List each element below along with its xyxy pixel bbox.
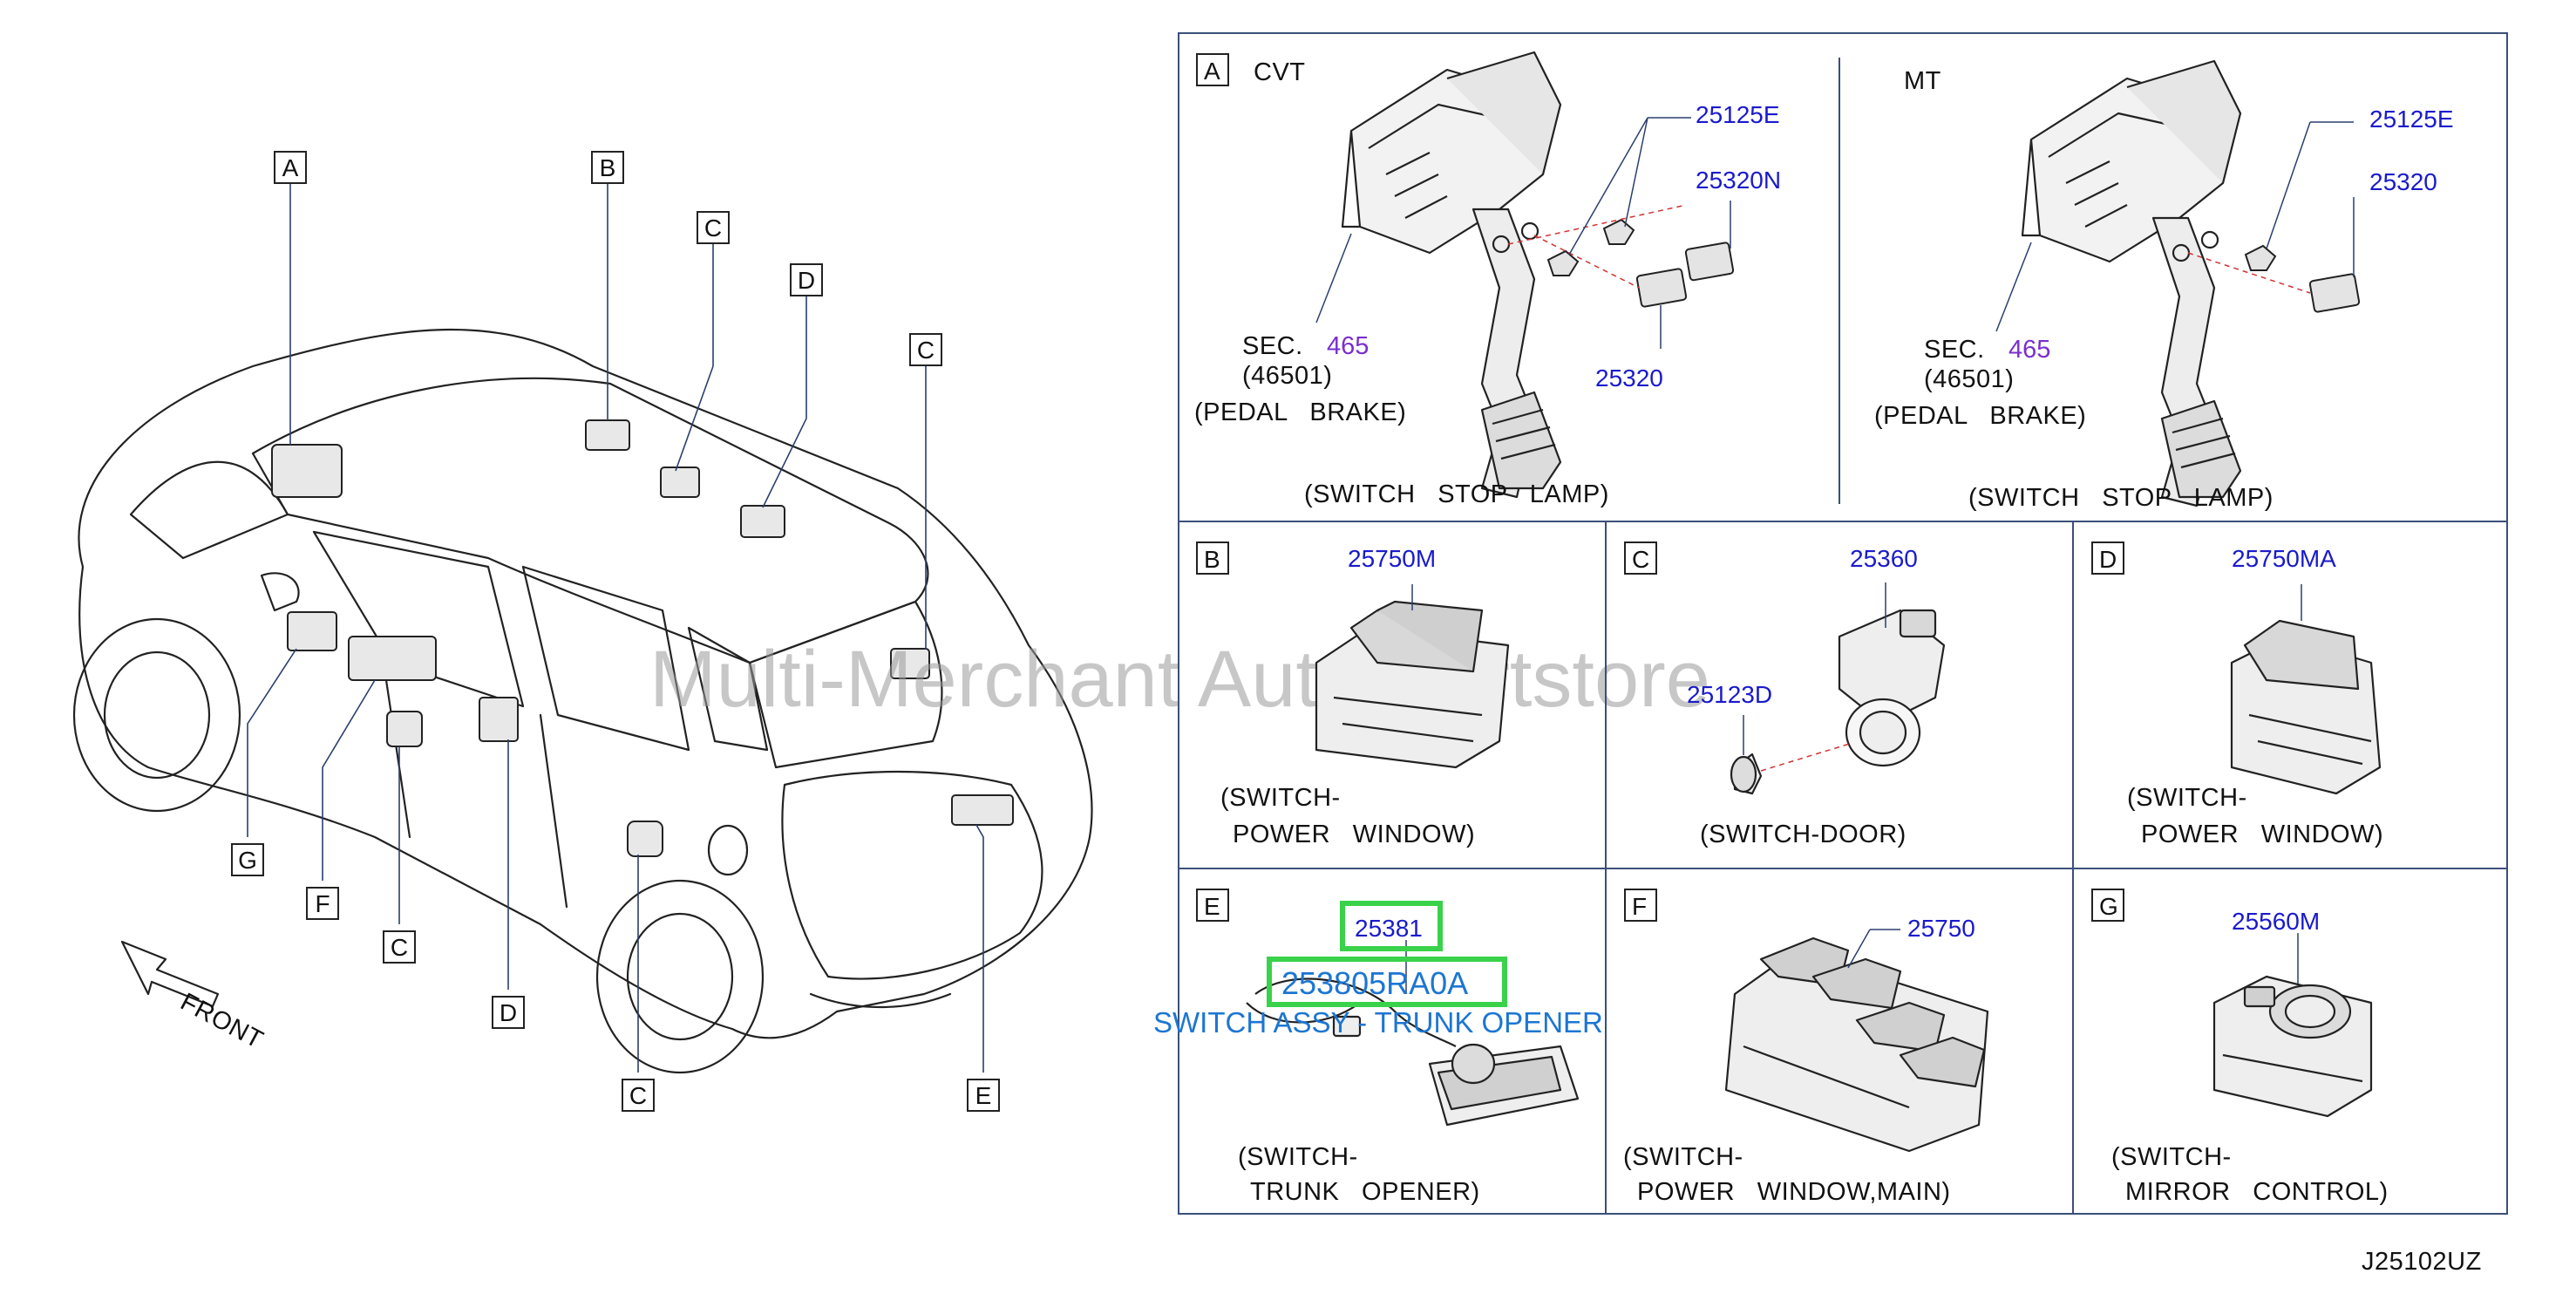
panel-e-caption-2: TRUNK OPENER) bbox=[1250, 1178, 1480, 1206]
figure-code: J25102UZ bbox=[2362, 1248, 2482, 1276]
callout-a-top-letter: A bbox=[282, 154, 299, 181]
panel-a-mt-pedal-drawing bbox=[2021, 59, 2242, 507]
panel-f-letter: F bbox=[1632, 893, 1647, 920]
panel-a-cvt-part-25320n: 25320N bbox=[1696, 167, 1781, 194]
callout-g-letter: G bbox=[238, 847, 257, 874]
panel-c-part-25123d: 25123D bbox=[1687, 681, 1772, 708]
panel-d-letter: D bbox=[2099, 546, 2117, 573]
panel-a-cvt-leaders bbox=[1315, 117, 1731, 349]
panel-g-part: 25560M bbox=[2232, 908, 2320, 935]
car-overview bbox=[72, 328, 1093, 1074]
callout-d-top-box bbox=[790, 263, 823, 296]
panel-a-cvt-sec-label: SEC. bbox=[1242, 332, 1303, 360]
callout-c-mid-box bbox=[383, 930, 416, 964]
callout-d-bottom-box bbox=[492, 996, 525, 1029]
panel-d-caption-1: (SWITCH- bbox=[2127, 784, 2247, 812]
callout-g-box bbox=[231, 843, 264, 876]
panel-a-mt-sec-number: 465 bbox=[2008, 336, 2050, 364]
panel-d-switch-drawing bbox=[2230, 619, 2382, 795]
panel-a-cvt-part-25125e: 25125E bbox=[1696, 101, 1780, 128]
panel-e-part: 25381 bbox=[1355, 915, 1423, 942]
callout-b-top-letter: B bbox=[600, 154, 616, 181]
panel-d-part: 25750MA bbox=[2232, 545, 2336, 572]
panel-a-cvt-switches bbox=[1546, 218, 1735, 308]
panel-d-caption-2: POWER WINDOW) bbox=[2141, 821, 2383, 848]
callout-d-top-letter: D bbox=[798, 267, 815, 294]
front-arrow: FRONT bbox=[120, 940, 268, 1054]
panel-f-caption-2: POWER WINDOW,MAIN) bbox=[1637, 1178, 1951, 1206]
callout-c-right-letter: C bbox=[917, 337, 935, 364]
callout-b-top-box bbox=[591, 151, 624, 184]
panel-a-cvt-sec-code: (46501) bbox=[1242, 362, 1332, 390]
panel-a-cvt-caption: (SWITCH STOP LAMP) bbox=[1304, 480, 1609, 508]
panel-a-mt-heading: MT bbox=[1904, 67, 1941, 95]
panel-a-cvt-sec-number: 465 bbox=[1327, 332, 1369, 360]
panel-g-caption-1: (SWITCH- bbox=[2111, 1143, 2232, 1171]
panel-e-highlight-name: SWITCH ASSY - TRUNK OPENER bbox=[1153, 1006, 1603, 1039]
panel-b-caption-2: POWER WINDOW) bbox=[1233, 821, 1475, 848]
callout-c-mid-letter: C bbox=[391, 934, 408, 961]
panel-e-letter: E bbox=[1204, 893, 1220, 920]
panel-c-letter: C bbox=[1632, 546, 1649, 573]
panel-a-mt-sec-name: (PEDAL BRAKE) bbox=[1874, 402, 2086, 430]
watermark-text: Multi-Merchant Auto Partstore bbox=[649, 635, 1710, 724]
panel-a-mt-switches bbox=[2244, 244, 2361, 313]
panel-b-caption-1: (SWITCH- bbox=[1220, 784, 1341, 812]
panel-letter-boxes bbox=[1196, 53, 2124, 922]
car-callout-leaders bbox=[247, 184, 984, 1073]
panel-e-switch-drawing bbox=[1246, 977, 1580, 1127]
callout-f-box bbox=[306, 887, 339, 920]
panel-g-letter: G bbox=[2099, 893, 2118, 920]
callout-d-bottom-letter: D bbox=[500, 999, 517, 1026]
callout-f-letter: F bbox=[315, 890, 330, 917]
callout-c-top-letter: C bbox=[704, 215, 722, 242]
callout-e-box bbox=[967, 1079, 1000, 1112]
panel-b-part: 25750M bbox=[1348, 545, 1436, 572]
panel-a-mt-part-25320: 25320 bbox=[2369, 168, 2437, 195]
callout-c-top-box bbox=[697, 211, 730, 244]
panel-c-part-25360: 25360 bbox=[1850, 545, 1918, 572]
panel-a-cvt-part-25320: 25320 bbox=[1595, 364, 1663, 392]
panel-a-mt-part-25125e: 25125E bbox=[2369, 106, 2454, 133]
panel-b-letter: B bbox=[1204, 546, 1220, 573]
front-label: FRONT bbox=[176, 988, 268, 1054]
panel-g-caption-2: MIRROR CONTROL) bbox=[2125, 1178, 2389, 1206]
panel-e-caption-1: (SWITCH- bbox=[1238, 1143, 1358, 1171]
panel-a-mt-caption: (SWITCH STOP LAMP) bbox=[1968, 484, 2274, 512]
callout-e-letter: E bbox=[975, 1082, 992, 1109]
panel-a-mt-sec-code: (46501) bbox=[1924, 365, 2014, 393]
panel-a-mt-leaders bbox=[1995, 121, 2355, 332]
panel-e-highlight-boxes bbox=[1267, 901, 1507, 1007]
panel-a-mt-sec-label: SEC. bbox=[1924, 336, 1985, 364]
callout-c-bottom-box bbox=[622, 1079, 655, 1112]
callout-a-top-box bbox=[274, 151, 307, 184]
panel-e-highlight-part: 253805RA0A bbox=[1281, 965, 1468, 1001]
panel-a-letter: A bbox=[1204, 58, 1220, 85]
panel-grid bbox=[1178, 32, 2508, 1215]
panel-a-cvt-pedal-drawing bbox=[1341, 51, 1562, 499]
panel-f-caption-1: (SWITCH- bbox=[1623, 1143, 1743, 1171]
panel-f-part: 25750 bbox=[1907, 915, 1975, 942]
car-switch-icons bbox=[271, 419, 1014, 857]
car-callouts: A B C D C G F C D C E bbox=[231, 151, 1000, 1112]
panel-b-switch-drawing bbox=[1315, 600, 1510, 769]
panel-c-switch-drawing bbox=[1730, 609, 1946, 795]
callout-c-right-box bbox=[909, 333, 942, 366]
panel-a-cvt-sec-name: (PEDAL BRAKE) bbox=[1194, 398, 1406, 426]
panel-g-switch-drawing bbox=[2212, 975, 2373, 1118]
panel-f-switch-drawing bbox=[1724, 936, 1989, 1153]
panel-c-caption: (SWITCH-DOOR) bbox=[1700, 821, 1907, 848]
callout-c-bottom-letter: C bbox=[629, 1082, 647, 1109]
panel-a-cvt-heading: CVT bbox=[1254, 58, 1306, 86]
